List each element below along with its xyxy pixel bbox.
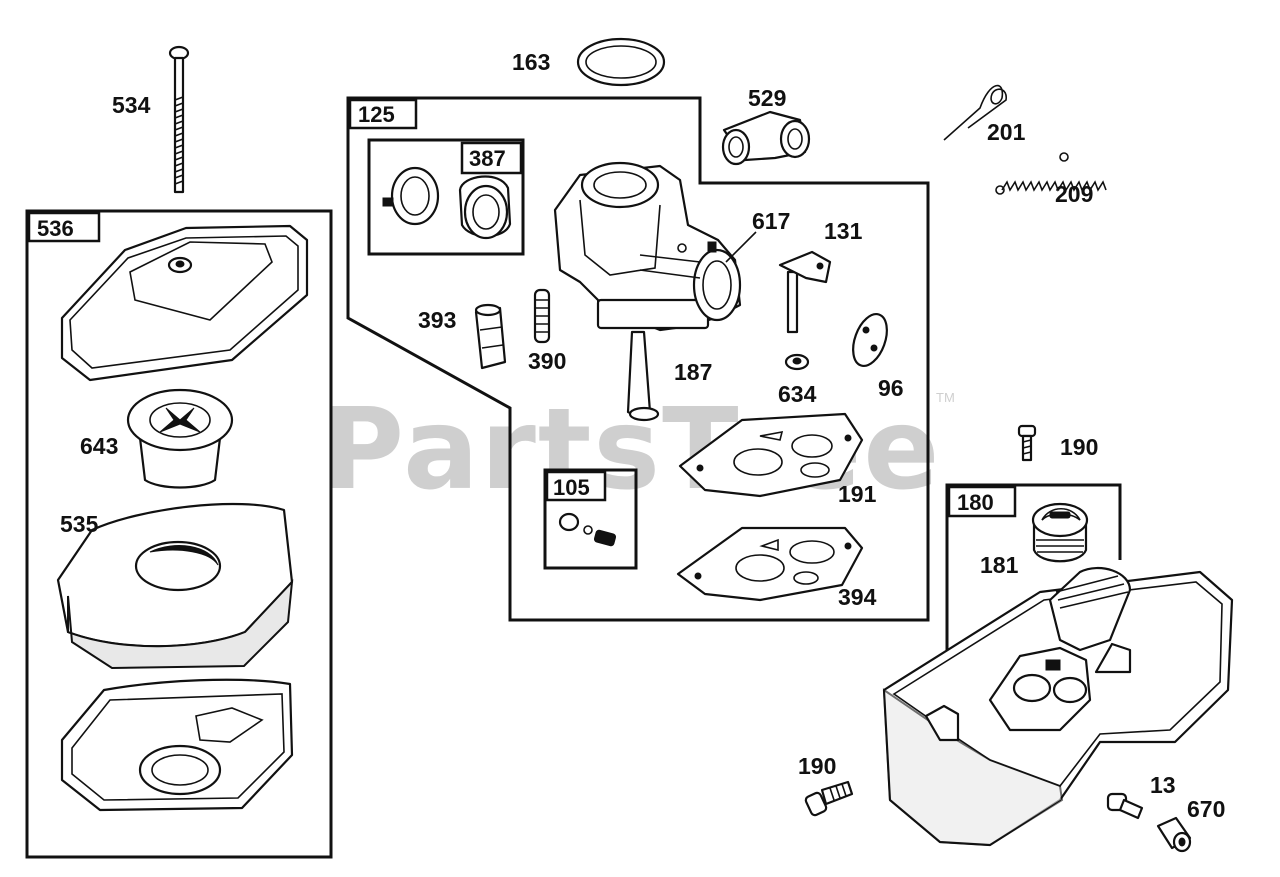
- callout-190-top: 190: [1060, 434, 1098, 460]
- frame-125: [346, 96, 930, 622]
- callout-634: 634: [778, 381, 817, 407]
- part-181-cap: [1031, 502, 1089, 563]
- frame-536: [25, 209, 333, 859]
- tag-125: 125: [348, 98, 418, 130]
- tag-180: 180: [947, 485, 1017, 518]
- part-634-washer: [784, 353, 810, 371]
- part-96-plate: [852, 313, 888, 367]
- callout-201: 201: [987, 119, 1026, 145]
- callout-187: 187: [674, 359, 712, 385]
- part-190-screw-top: [1017, 424, 1037, 462]
- box-label-536: 536: [37, 216, 74, 241]
- leader-617: [725, 231, 757, 263]
- callout-393: 393: [418, 307, 456, 333]
- part-105-needle: [558, 512, 617, 547]
- box-label-180: 180: [957, 490, 994, 515]
- callout-670: 670: [1187, 796, 1225, 822]
- callout-534: 534: [112, 92, 151, 118]
- part-390-pin: [533, 288, 551, 344]
- callout-209: 209: [1055, 181, 1093, 207]
- part-536-cover: [60, 224, 309, 382]
- callout-643: 643: [80, 433, 118, 459]
- box-label-387: 387: [469, 146, 506, 171]
- box-label-105: 105: [553, 475, 590, 500]
- callout-535: 535: [60, 511, 99, 537]
- tag-536: 536: [27, 211, 101, 243]
- callout-163: 163: [512, 49, 550, 75]
- tag-105: 105: [545, 470, 607, 502]
- part-carburetor: [553, 161, 742, 422]
- part-190-screw-bottom: [804, 780, 854, 817]
- part-191-gasket: [678, 412, 864, 498]
- part-201-clip: [943, 84, 1007, 141]
- part-535-foam: [56, 502, 294, 670]
- part-529-elbow: [721, 110, 811, 166]
- callout-190-bottom: 190: [798, 753, 836, 779]
- callout-390: 390: [528, 348, 566, 374]
- frame-180: [945, 483, 1122, 654]
- frame-105: [543, 468, 638, 570]
- part-209-spring: [995, 152, 1107, 195]
- callout-191: 191: [838, 481, 877, 507]
- callout-13: 13: [1150, 772, 1176, 798]
- part-670-bushing: [1156, 816, 1192, 853]
- callout-181: 181: [980, 552, 1019, 578]
- part-fuel-tank: [882, 567, 1234, 847]
- watermark-trademark: TM: [936, 390, 955, 405]
- part-393-jet: [474, 303, 507, 370]
- part-131-shaft: [778, 250, 832, 334]
- box-label-125: 125: [358, 102, 395, 127]
- callout-617: 617: [752, 208, 790, 234]
- callout-131: 131: [824, 218, 863, 244]
- callout-394: 394: [838, 584, 877, 610]
- part-387-choke: [382, 166, 512, 240]
- frame-387: [367, 138, 525, 256]
- part-534-bolt: [168, 45, 190, 194]
- callout-529: 529: [748, 85, 786, 111]
- part-394-diaphragm: [676, 526, 864, 602]
- part-163-gasket: [576, 37, 666, 87]
- callout-96: 96: [878, 375, 904, 401]
- part-base-plate: [60, 678, 294, 812]
- tag-387: 387: [460, 141, 523, 175]
- part-13-screw: [1106, 792, 1144, 820]
- part-643-insert: [126, 388, 234, 489]
